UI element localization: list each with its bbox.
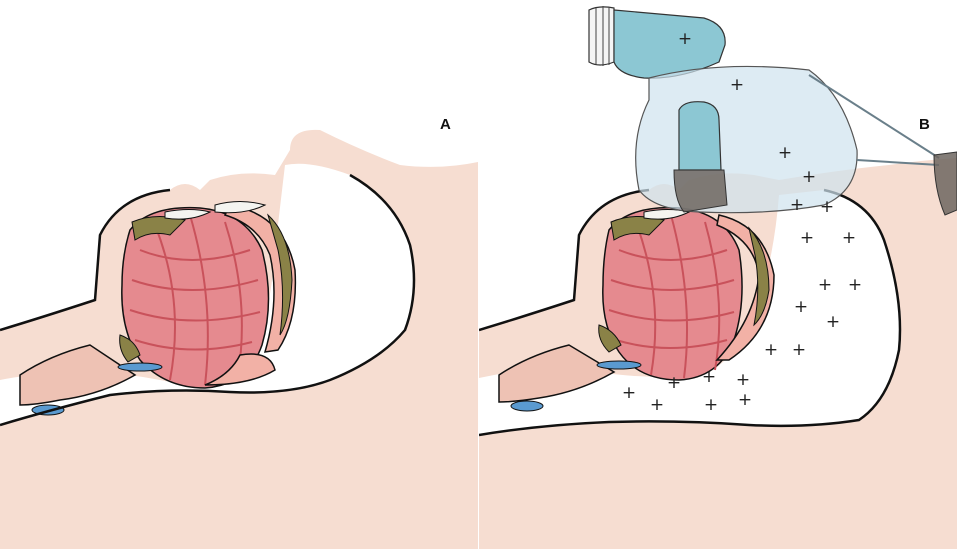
cartilage	[596, 360, 642, 370]
airway-illustration-normal	[0, 129, 478, 549]
pressure-marker: +	[764, 340, 778, 360]
panel-label-a: A	[440, 116, 451, 133]
mask-inlet	[678, 101, 722, 171]
pressure-marker: +	[736, 370, 750, 390]
cartilage	[117, 362, 163, 372]
panel-label-b: B	[919, 116, 930, 133]
lower-teeth	[164, 209, 212, 220]
lower-teeth	[643, 209, 691, 220]
mask-strap	[856, 159, 940, 166]
airway-illustration-cpap: +++++++++++++++++++++	[479, 6, 957, 549]
trachea	[498, 344, 616, 403]
pressure-marker: +	[794, 297, 808, 317]
airway-outline	[0, 173, 416, 427]
hyoid-muscle	[598, 324, 622, 353]
pressure-marker: +	[818, 275, 832, 295]
hyoid-muscle	[119, 334, 141, 363]
pressure-marker: +	[730, 75, 744, 95]
face-outline	[479, 188, 650, 332]
upper-teeth	[214, 201, 267, 214]
mask-strap	[808, 74, 940, 159]
pressure-marker: +	[826, 312, 840, 332]
airway-outline	[479, 188, 902, 437]
pressure-marker: +	[790, 195, 804, 215]
airway-cavity	[0, 163, 414, 425]
pressure-marker: +	[667, 373, 681, 393]
pressure-marker: +	[848, 275, 862, 295]
panel-b: +++++++++++++++++++++ B	[479, 0, 957, 549]
pressure-marker: +	[650, 395, 664, 415]
jaw-muscle	[610, 216, 665, 241]
jaw-muscle	[131, 216, 186, 241]
panel-a: A	[0, 0, 478, 549]
cpap-hose	[588, 6, 615, 66]
face-outline	[0, 188, 171, 332]
trachea	[19, 344, 137, 406]
pressure-marker: +	[800, 228, 814, 248]
pressure-marker: +	[678, 29, 692, 49]
palate-muscle	[748, 226, 770, 327]
pressure-marker: +	[792, 340, 806, 360]
pressure-marker: +	[778, 143, 792, 163]
tongue-stripes	[608, 214, 735, 379]
mask-seal	[673, 169, 728, 213]
pressure-marker: +	[704, 395, 718, 415]
pressure-marker: +	[738, 390, 752, 410]
pressure-marker: +	[702, 367, 716, 387]
pressure-marker: +	[622, 383, 636, 403]
epiglottis	[204, 353, 276, 386]
pressure-marker: +	[820, 197, 834, 217]
pressure-marker: +	[802, 167, 816, 187]
pressure-marker: +	[842, 228, 856, 248]
cpap-mask	[635, 65, 858, 214]
palate-muscle	[267, 213, 293, 336]
cartilage	[510, 400, 544, 412]
mask-seal-back	[933, 151, 957, 216]
